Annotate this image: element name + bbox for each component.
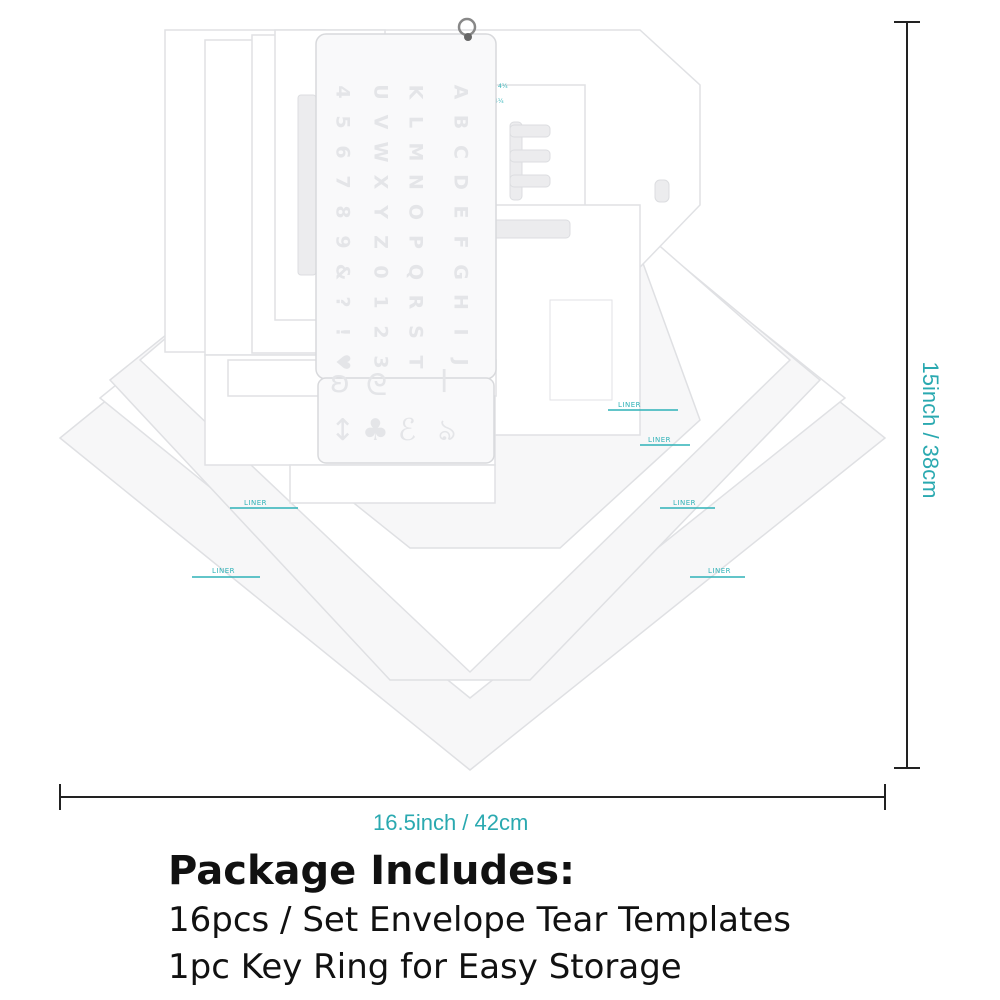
ornament-scroll: ℰ: [398, 413, 416, 448]
stencil-glyph: 0: [370, 265, 392, 278]
liner-label: LINER: [708, 567, 731, 575]
package-title: Package Includes:: [168, 848, 576, 894]
card-template-7: [289, 464, 496, 504]
liner-markers: LINER LINER LINER LINER LINER LINER X 4¼…: [192, 83, 745, 578]
stencil-glyph: Y: [370, 204, 392, 219]
stencil-glyph: Q: [405, 264, 427, 280]
stencil-glyph: 5: [332, 115, 354, 128]
stencil-glyph: O: [405, 204, 427, 220]
stencil-glyph: 7: [332, 175, 354, 188]
stencil-glyph: D: [450, 174, 472, 190]
stencil-glyph: 6: [332, 145, 354, 158]
stencil-glyph: T: [405, 356, 427, 369]
stencil-glyph: 3: [370, 355, 392, 368]
stencil-glyph: S: [405, 325, 427, 339]
stencil-glyph: 8: [332, 205, 354, 218]
package-info: Package Includes: 16pcs / Set Envelope T…: [168, 845, 791, 991]
stencil-glyph: B: [450, 115, 472, 129]
stencil-glyph: E: [450, 206, 472, 219]
ornament-arrow: ↕: [330, 413, 355, 448]
liner-label: LINER: [618, 401, 641, 409]
stencil-glyph: V: [370, 115, 392, 130]
stencil-glyph: N: [405, 174, 427, 190]
stencil-glyph: C: [450, 145, 472, 159]
stencil-glyph: M: [405, 143, 427, 162]
stencil-glyph: R: [405, 295, 427, 310]
stencil-glyph: 1: [370, 295, 392, 308]
stencil-glyph: W: [370, 142, 392, 163]
stencil-glyph: 2: [370, 325, 392, 338]
stencil-glyph: G: [450, 264, 472, 280]
package-item: 1pc Key Ring for Easy Storage: [168, 947, 682, 987]
height-dimension: [894, 21, 920, 769]
stencil-glyph: I: [450, 328, 472, 335]
key-ring-hole: [464, 33, 472, 41]
width-label: 16.5inch / 42cm: [373, 810, 529, 835]
ornament-swirl: ʚ: [330, 365, 350, 400]
stencil-glyph: 4: [332, 85, 354, 98]
stencil-glyph: K: [405, 85, 427, 101]
stencil-glyph: ♥: [332, 353, 354, 370]
liner-label: LINER: [244, 499, 267, 507]
stencil-glyph: F: [450, 236, 472, 249]
stencil-glyph: ?: [332, 296, 354, 307]
stencil-glyph: Z: [370, 235, 392, 249]
stencil-glyph: L: [405, 116, 427, 128]
ornament-flourish: ঌ: [438, 413, 456, 448]
stencil-glyph: X: [370, 175, 392, 190]
size-label: 4¼: [494, 98, 504, 105]
liner-label: LINER: [673, 499, 696, 507]
height-label: 15inch / 38cm: [918, 361, 943, 499]
stencil-glyph: H: [450, 294, 472, 310]
ornament-stencil: [317, 377, 495, 464]
width-dimension: [59, 784, 886, 810]
stencil-glyph: J: [450, 356, 472, 365]
stencil-glyph: P: [405, 235, 427, 249]
stencil-glyph: U: [370, 84, 392, 99]
ornament-hook: ⅼ: [440, 365, 448, 400]
stencil-glyph: !: [332, 328, 354, 337]
stencil-glyph: A: [450, 85, 472, 100]
stencil-glyph: &: [332, 264, 354, 281]
size-label: X 4¼: [492, 83, 508, 90]
package-item: 16pcs / Set Envelope Tear Templates: [168, 900, 791, 940]
liner-label: LINER: [648, 436, 671, 444]
stencil-glyph: 9: [332, 235, 354, 248]
ornament-leaf: ♣: [362, 413, 389, 448]
ornament-curl: ᘓ: [366, 368, 387, 403]
liner-label: LINER: [212, 567, 235, 575]
